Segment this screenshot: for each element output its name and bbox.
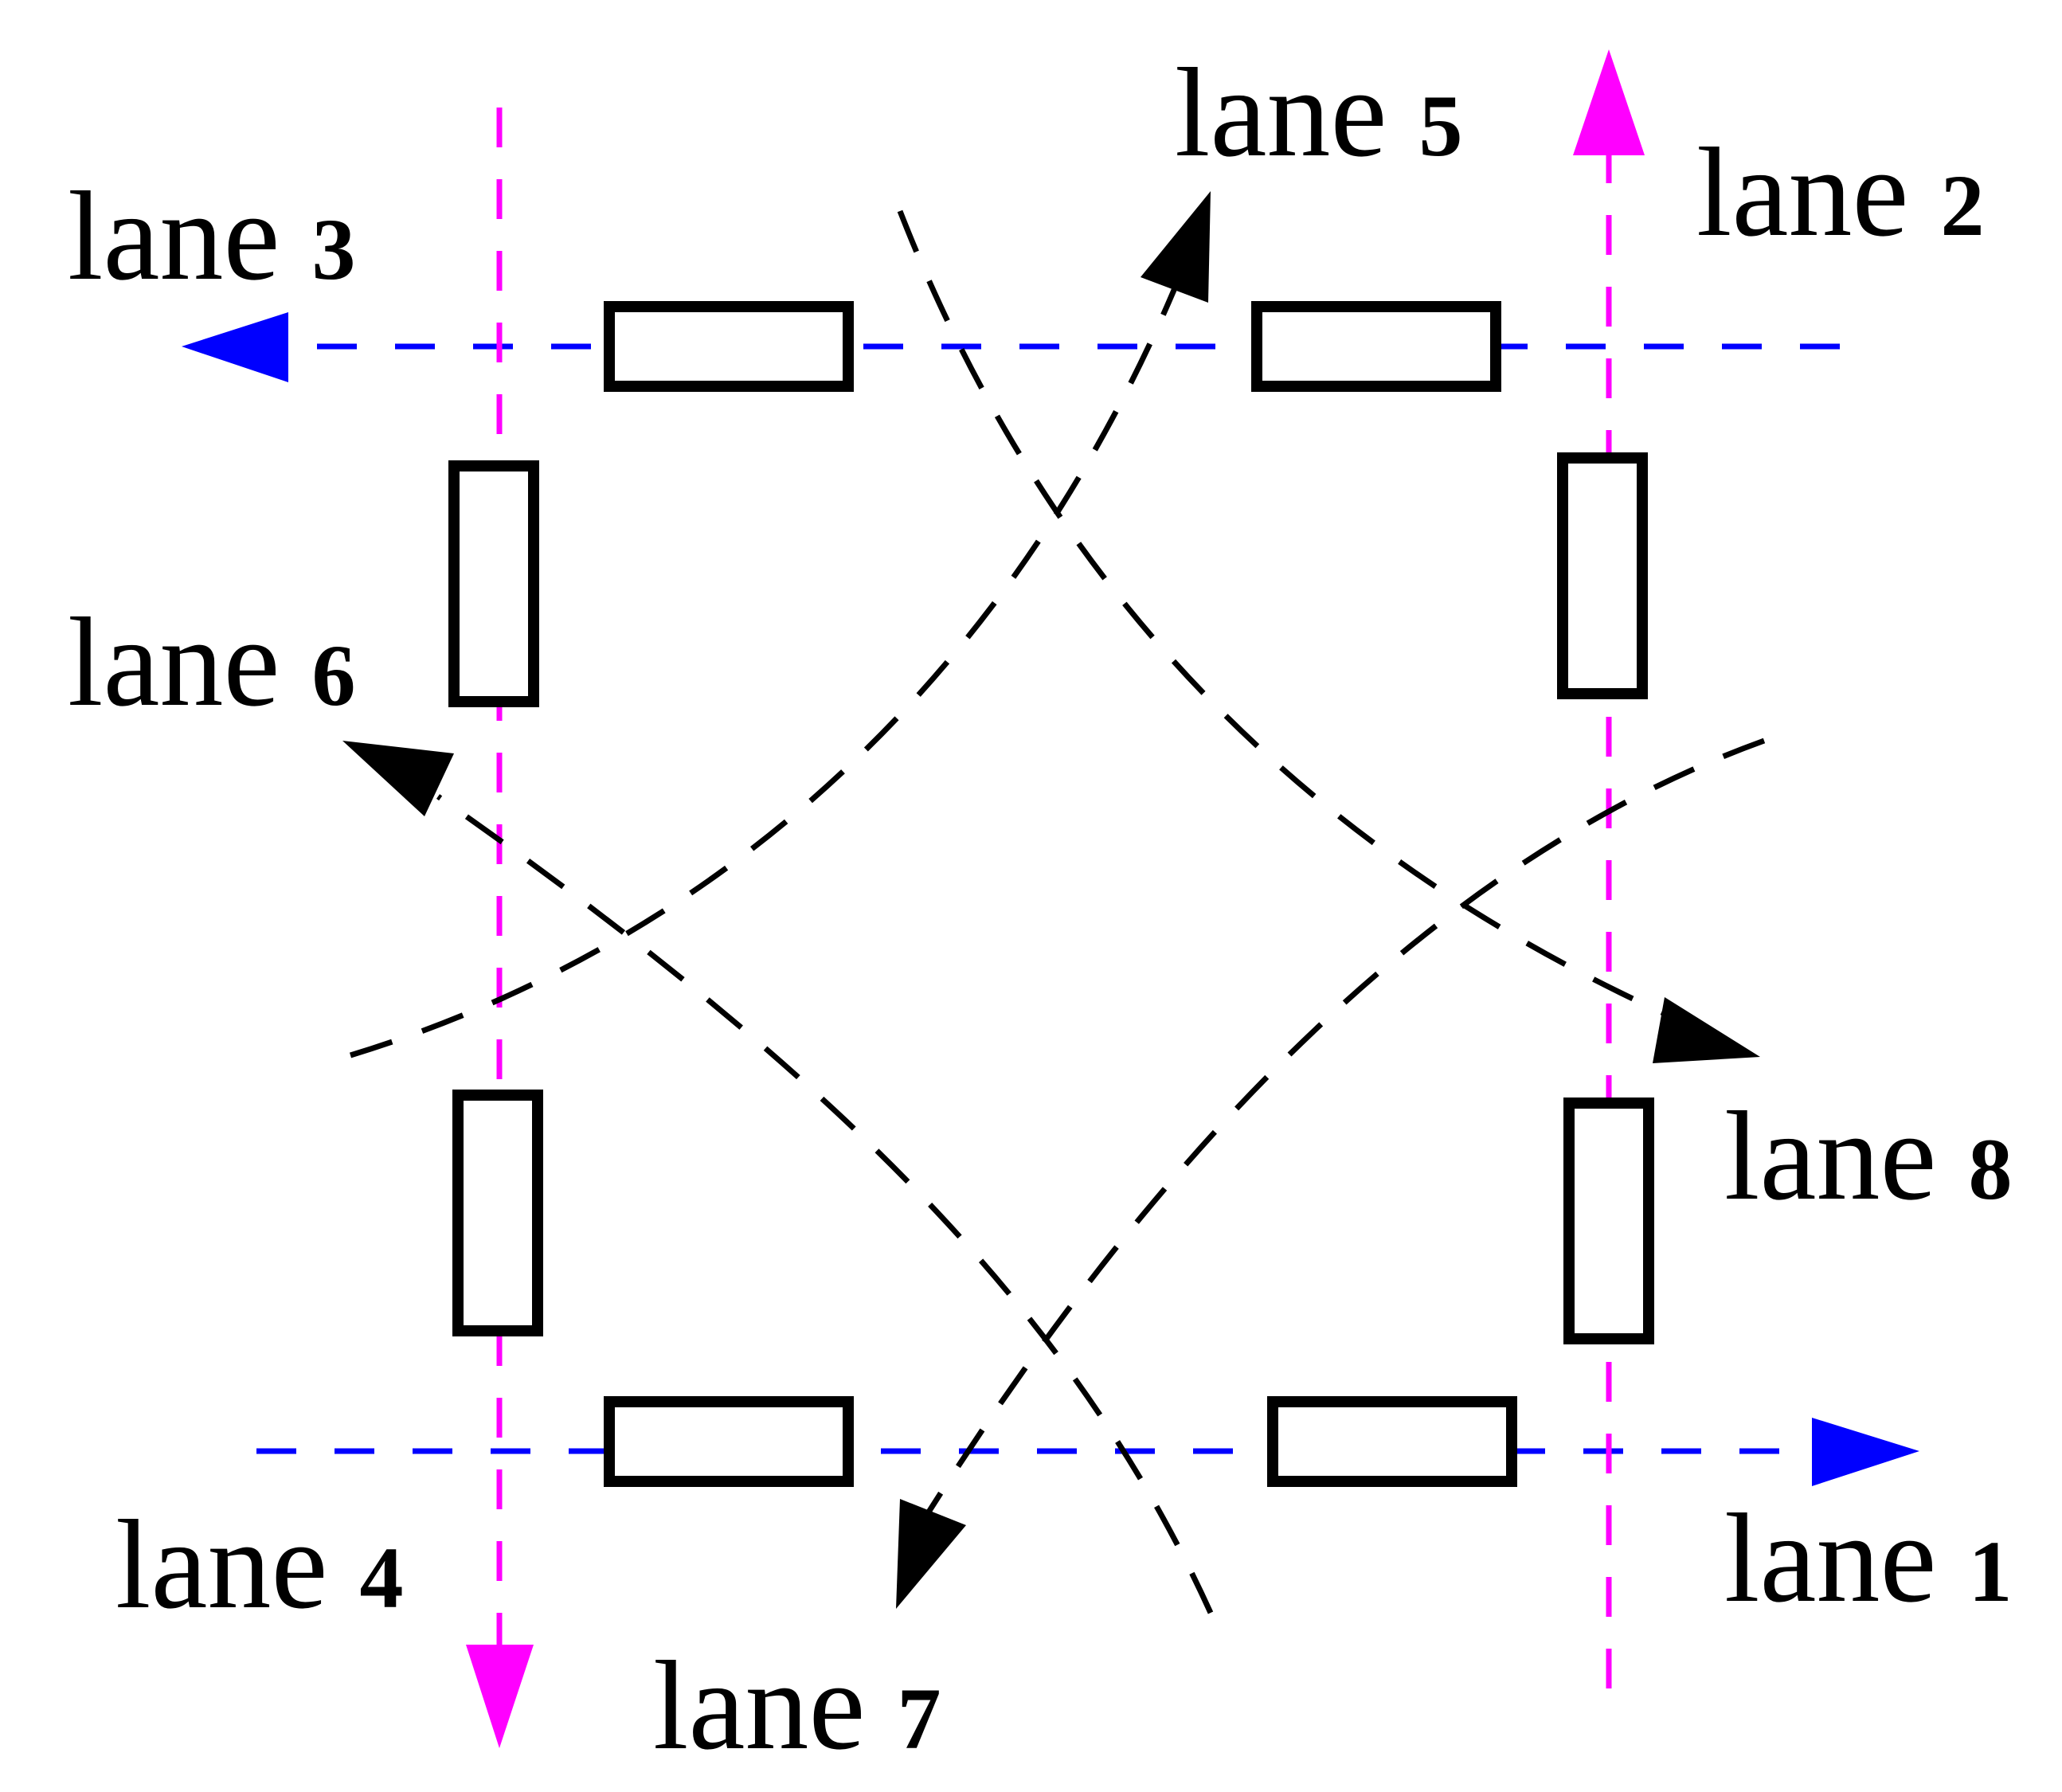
lane-3-path [182, 312, 1840, 382]
lane-5-path [349, 191, 1211, 1058]
vehicle-left-upper [448, 460, 539, 707]
lane-8-path [897, 209, 1760, 1063]
vehicle-top-right [1251, 301, 1501, 392]
vehicle-top-left [604, 301, 854, 392]
lane-8-label: lane 8 [1724, 1085, 2012, 1227]
vehicles [448, 301, 1654, 1487]
lane-7-path [896, 738, 1766, 1609]
vehicle-left-lower [452, 1090, 543, 1336]
lane-3-label: lane 3 [68, 165, 355, 307]
lane-4-label: lane 4 [115, 1493, 403, 1635]
vehicle-bottom-left [604, 1396, 854, 1487]
lane-2-label: lane 2 [1696, 121, 1984, 263]
vehicle-bottom-right [1267, 1396, 1517, 1487]
vehicle-right-upper [1557, 452, 1648, 699]
lane-4-path [466, 108, 534, 1748]
lane-2-path [1573, 49, 1645, 1688]
vehicle-right-lower [1563, 1098, 1654, 1344]
lane-6-label: lane 6 [68, 591, 355, 733]
lane-6-path [342, 741, 1214, 1614]
lane-1-path [256, 1418, 1919, 1486]
lane-5-label: lane 5 [1175, 41, 1462, 183]
lane-1-label: lane 1 [1724, 1487, 2012, 1629]
lane-7-label: lane 7 [653, 1634, 941, 1776]
